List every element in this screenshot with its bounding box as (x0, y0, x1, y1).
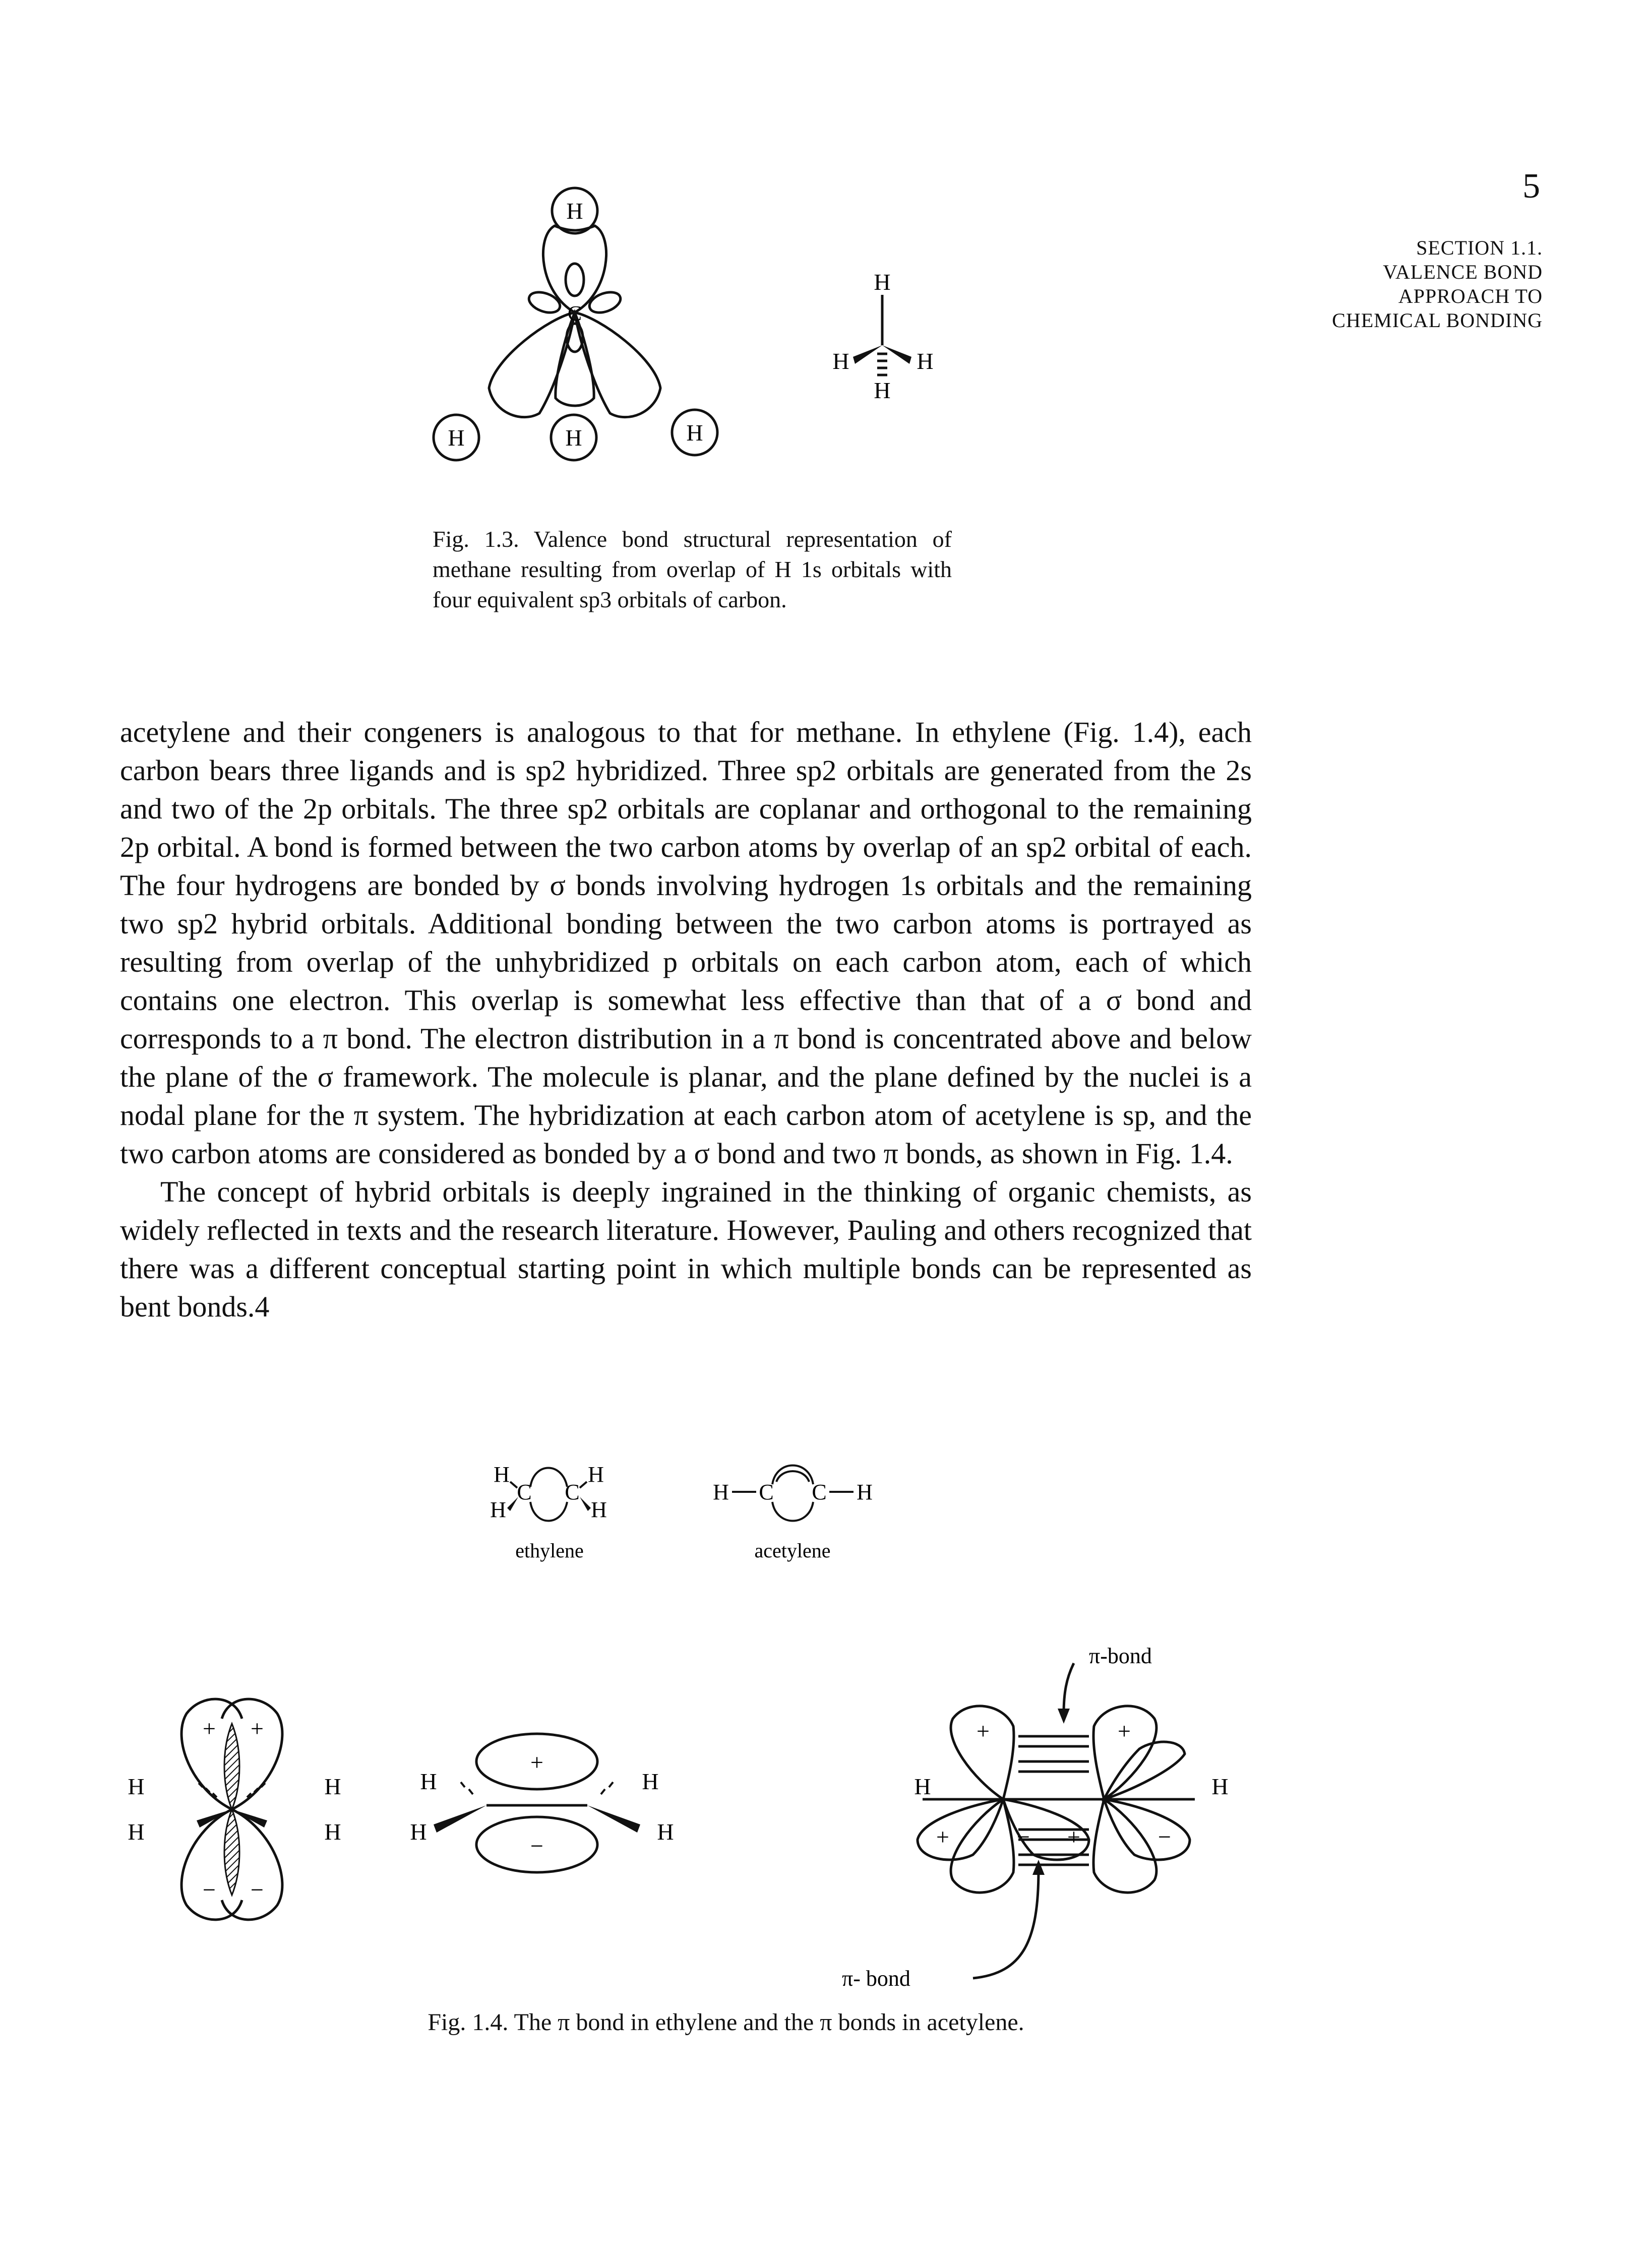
eth-h-2: H (324, 1774, 341, 1799)
wedge-h-bottom: H (874, 377, 890, 403)
running-head-line-4: CHEMICAL BONDING (1332, 309, 1543, 332)
running-head-line-3: APPROACH TO (1398, 285, 1543, 307)
small-lobe-right (588, 291, 622, 314)
eth-h-3: H (128, 1819, 144, 1845)
pi-h-2: H (642, 1769, 658, 1794)
c-label: C (568, 302, 582, 326)
ethylene-h-2: H (588, 1462, 604, 1487)
fig14-orbital-diagrams: + + − − H H H H + − H H H (128, 1644, 1229, 1991)
body-paragraph-1: acetylene and their congeners is analogo… (120, 716, 1252, 1170)
body-paragraph-2: The concept of hybrid orbitals is deeply… (120, 1175, 1252, 1323)
acetylene-structure: H C C H acetylene (713, 1464, 873, 1562)
pi-bond-label-bottom: π- bond (842, 1966, 910, 1991)
h-circle-top (551, 186, 599, 235)
acetylene-h-2: H (857, 1480, 873, 1504)
ethylene-c-1: C (517, 1480, 531, 1504)
eth-h-4: H (324, 1819, 341, 1845)
pi-cloud-minus: − (530, 1833, 543, 1859)
page-number: 5 (1522, 167, 1540, 206)
pi-h-1: H (420, 1769, 437, 1794)
fig14-structures: H C C H H H ethylene H C C H (490, 1462, 873, 1562)
small-lobe-left (527, 291, 562, 314)
eth-minus-1: − (203, 1877, 216, 1903)
ethylene-pi-cloud-diagram: + − H H H H (410, 1732, 674, 1874)
fig13-methane-diagram: H C H H H H H H H (432, 186, 934, 462)
ac-plus-3: + (936, 1824, 949, 1850)
ethylene-structure: H C C H H H ethylene (490, 1462, 607, 1562)
h-label-left: H (448, 425, 464, 451)
running-head-line-2: VALENCE BOND (1383, 261, 1543, 283)
running-head: SECTION 1.1. VALENCE BOND APPROACH TO CH… (1235, 236, 1543, 333)
h-circle-middle (550, 413, 598, 462)
ethylene-label: ethylene (515, 1539, 584, 1562)
ethylene-h-3: H (490, 1497, 506, 1522)
acetylene-c-1: C (759, 1480, 773, 1504)
ethylene-h-1: H (494, 1462, 510, 1487)
ac-minus-2: − (1158, 1824, 1171, 1850)
pi-h-4: H (657, 1819, 674, 1845)
ethylene-h-4: H (591, 1497, 607, 1522)
sp3-lobe-up (542, 224, 607, 314)
fig13-caption-text: Valence bond structural representation o… (433, 526, 952, 612)
fig14-caption: Fig. 1.4. The π bond in ethylene and the… (428, 2009, 1024, 2036)
wedge-h-top: H (874, 269, 890, 295)
h-label-middle: H (565, 425, 582, 451)
acetylene-pi-bonds-diagram: + + + + − − H H π-bond π- bond (842, 1644, 1229, 1991)
sp3-lobe-right (573, 310, 662, 419)
h-circle-right (670, 408, 719, 457)
ac-h-2: H (1211, 1774, 1228, 1799)
eth-plus-1: + (203, 1716, 216, 1741)
h-circle-left (432, 413, 480, 462)
ac-plus-4: + (1067, 1824, 1080, 1850)
ethylene-p-overlap-diagram: + + − − H H H H (128, 1697, 341, 1921)
methane-wedge-structure: H H H H (832, 269, 933, 403)
fig13-caption-label: Fig. 1.3. (433, 526, 519, 552)
acetylene-c-2: C (812, 1480, 826, 1504)
ac-minus-1: − (1017, 1824, 1030, 1850)
eth-h-1: H (128, 1774, 144, 1799)
body-text: acetylene and their congeners is analogo… (120, 713, 1252, 1326)
sp3-lobe-left (487, 310, 577, 419)
small-lobe-bottom (565, 322, 584, 353)
pi-h-3: H (410, 1819, 426, 1845)
acetylene-h-1: H (713, 1480, 729, 1504)
ac-h-1: H (914, 1774, 931, 1799)
running-head-line-1: SECTION 1.1. (1416, 236, 1543, 259)
sp3-lobe-down (554, 309, 595, 407)
ac-plus-1: + (977, 1718, 990, 1744)
eth-plus-2: + (251, 1716, 264, 1741)
eth-minus-2: − (251, 1877, 264, 1903)
h-label-right: H (686, 420, 703, 446)
ac-plus-2: + (1118, 1718, 1131, 1744)
fig13-caption: Fig. 1.3. Valence bond structural repres… (433, 524, 952, 615)
small-lobe-top (564, 262, 585, 297)
acetylene-label: acetylene (755, 1539, 831, 1562)
h-label-top: H (566, 198, 583, 224)
wedge-h-right: H (917, 348, 933, 374)
pi-cloud-plus: + (530, 1749, 543, 1775)
pi-bond-label-top: π-bond (1089, 1644, 1152, 1668)
wedge-h-left: H (832, 348, 849, 374)
